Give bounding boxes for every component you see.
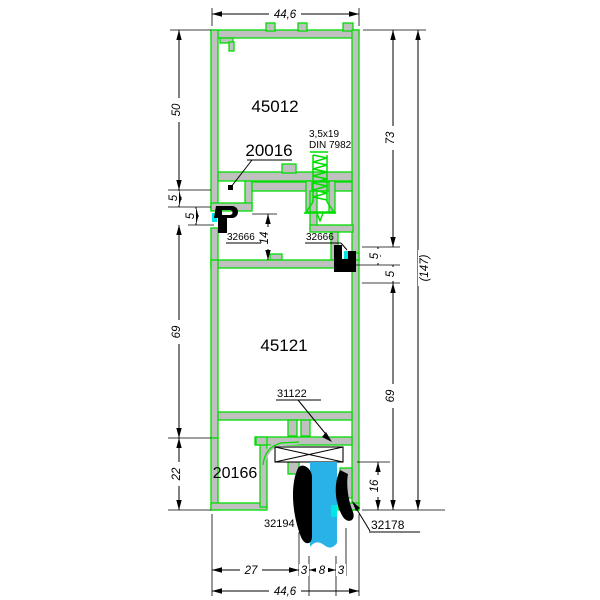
svg-text:8: 8 <box>319 565 326 577</box>
dim-left-5a: 5 <box>167 191 180 205</box>
dim-right-5a: 5 <box>368 249 381 263</box>
dim-top-width: 44,6 <box>269 8 301 21</box>
gasket-32194 <box>292 465 312 544</box>
part-label-32666-left: 32666 <box>227 232 255 243</box>
svg-text:5: 5 <box>385 270 397 277</box>
part-labels: 45012 20016 3,5x19 DIN 7982 32666 32666 … <box>213 97 420 533</box>
dim-left-22: 22 <box>170 462 183 486</box>
glazing-support-block <box>274 446 344 463</box>
part-label-32178: 32178 <box>371 518 405 532</box>
part-label-20166: 20166 <box>213 465 258 482</box>
svg-text:(147): (147) <box>419 254 431 281</box>
gasket-32666-left <box>214 206 238 233</box>
svg-text:5: 5 <box>185 212 197 219</box>
svg-text:50: 50 <box>171 103 183 116</box>
dim-right-73: 73 <box>384 126 397 150</box>
svg-text:5: 5 <box>168 194 180 201</box>
dim-right-147: (147) <box>418 250 431 286</box>
part-label-32666-right: 32666 <box>306 232 334 243</box>
gaskets <box>212 206 356 544</box>
part-label-screw-din: DIN 7982 <box>309 140 352 151</box>
dimension-labels: 44,6 50 5 5 69 22 14 73 <box>167 8 431 598</box>
dim-right-69: 69 <box>384 384 397 408</box>
part-label-45121: 45121 <box>260 336 307 355</box>
dim-bottom-3b: 3 <box>336 564 346 577</box>
part-label-32194: 32194 <box>264 518 295 530</box>
svg-text:3: 3 <box>338 565 345 577</box>
gasket-32178 <box>335 470 354 521</box>
svg-text:27: 27 <box>244 565 258 577</box>
dim-middle-14: 14 <box>258 227 271 249</box>
svg-text:22: 22 <box>171 467 183 481</box>
dim-left-69: 69 <box>170 320 183 344</box>
svg-text:44,6: 44,6 <box>274 586 297 598</box>
screw-din7982 <box>304 151 336 222</box>
part-label-31122: 31122 <box>277 388 307 400</box>
svg-text:69: 69 <box>171 325 183 338</box>
dim-right-5b: 5 <box>384 267 397 281</box>
svg-text:44,6: 44,6 <box>274 9 297 21</box>
dim-right-16: 16 <box>368 475 381 497</box>
svg-text:5: 5 <box>369 252 381 259</box>
svg-text:69: 69 <box>385 389 397 402</box>
dim-bottom-3a: 3 <box>299 564 309 577</box>
svg-text:14: 14 <box>259 232 271 245</box>
glass-pane <box>310 462 337 548</box>
part-label-45012: 45012 <box>251 97 298 116</box>
dim-left-5b: 5 <box>184 209 197 223</box>
dim-left-50: 50 <box>170 98 183 122</box>
part-label-screw-size: 3,5x19 <box>309 129 339 140</box>
part-label-20016: 20016 <box>245 141 292 160</box>
svg-text:16: 16 <box>369 479 381 492</box>
dim-bottom-27: 27 <box>240 564 262 577</box>
dim-bottom-8: 8 <box>316 564 328 577</box>
dim-bottom-width: 44,6 <box>269 585 301 598</box>
profile-20166 <box>210 436 300 511</box>
profile-45012 <box>210 22 360 261</box>
svg-text:73: 73 <box>385 131 397 144</box>
svg-text:3: 3 <box>301 565 308 577</box>
